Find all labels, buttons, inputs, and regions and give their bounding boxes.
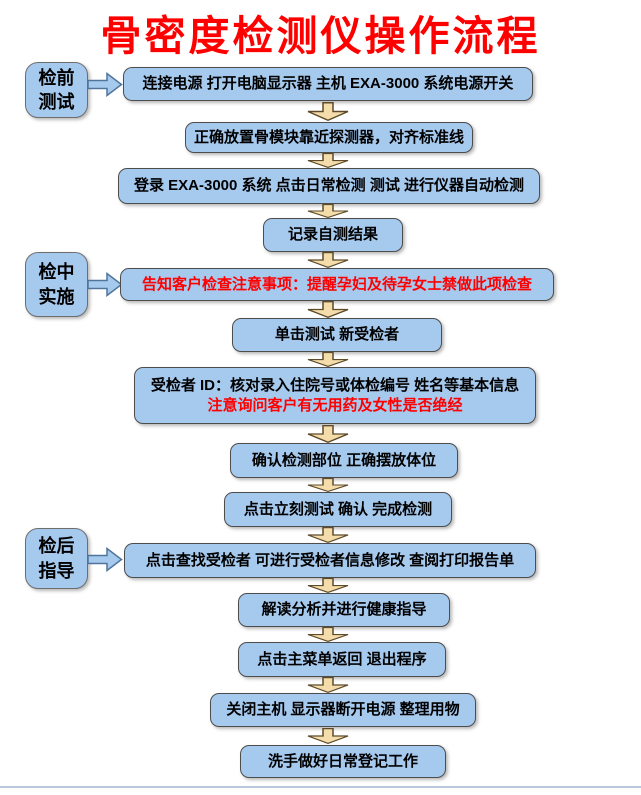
stage-label-during-test: 检中 实施 [25, 252, 88, 317]
step-box-find-examinee: 点击查找受检者 可进行受检者信息修改 查阅打印报告单 [124, 543, 536, 578]
step-box-record-selftest: 记录自测结果 [263, 218, 403, 252]
step-text: 洗手做好日常登记工作 [267, 752, 418, 770]
step-text: 点击立刻测试 确认 完成检测 [243, 500, 433, 518]
down-arrow-icon [307, 352, 349, 367]
step-text-warning: 注意询问客户有无用药及女性是否绝经 [207, 396, 463, 414]
stage-label-line: 测试 [38, 92, 75, 112]
stage-label-line: 指导 [38, 560, 75, 581]
step-box-place-phantom: 正确放置骨模块靠近探测器，对齐标准线 [185, 122, 473, 153]
down-arrow-icon [307, 527, 349, 543]
stage-label-line: 检前 [38, 67, 75, 88]
step-box-power-on: 连接电源 打开电脑显示器 主机 EXA-3000 系统电源开关 [123, 67, 533, 101]
down-arrow-icon [307, 578, 349, 593]
step-text: 连接电源 打开电脑显示器 主机 EXA-3000 系统电源开关 [142, 75, 514, 93]
down-arrow-icon [307, 677, 349, 693]
down-arrow-icon [307, 102, 349, 121]
step-text: 正确放置骨模块靠近探测器，对齐标准线 [193, 128, 464, 146]
step-text: 点击查找受检者 可进行受检者信息修改 查阅打印报告单 [145, 551, 515, 569]
step-text: 受检者 ID：核对录入住院号或体检编号 姓名等基本信息 [150, 377, 520, 394]
down-arrow-icon [307, 153, 349, 168]
down-arrow-icon [307, 425, 349, 443]
down-arrow-icon [307, 252, 349, 268]
step-box-exit-program: 点击主菜单返回 退出程序 [238, 642, 446, 677]
down-arrow-icon [307, 627, 349, 642]
stage-label-line: 检中 [38, 262, 75, 283]
step-box-login-system: 登录 EXA-3000 系统 点击日常检测 测试 进行仪器自动检测 [118, 168, 540, 204]
page-title: 骨密度检测仪操作流程 [100, 13, 541, 59]
step-text: 告知客户检查注意事项：提醒孕妇及待孕女士禁做此项检查 [141, 275, 532, 293]
step-text: 登录 EXA-3000 系统 点击日常检测 测试 进行仪器自动检测 [133, 177, 525, 195]
step-box-shutdown: 关闭主机 显示器断开电源 整理用物 [210, 693, 476, 727]
right-arrow-icon [87, 547, 123, 572]
stage-label-post-test: 检后 指导 [25, 528, 88, 589]
step-box-health-guidance: 解读分析并进行健康指导 [238, 593, 450, 627]
step-text: 单击测试 新受检者 [274, 326, 400, 344]
step-text: 确认检测部位 正确摆放体位 [251, 451, 437, 469]
right-arrow-icon [87, 272, 123, 297]
step-box-examinee-id: 受检者 ID：核对录入住院号或体检编号 姓名等基本信息 注意询问客户有无用药及女… [134, 367, 536, 424]
step-text: 解读分析并进行健康指导 [261, 601, 427, 619]
step-text: 记录自测结果 [287, 226, 378, 244]
step-box-inform-precautions: 告知客户检查注意事项：提醒孕妇及待孕女士禁做此项检查 [120, 268, 554, 301]
bottom-divider [0, 786, 641, 788]
step-box-wash-hands: 洗手做好日常登记工作 [240, 745, 446, 778]
down-arrow-icon [307, 478, 349, 492]
step-text: 点击主菜单返回 退出程序 [257, 650, 427, 668]
step-text: 关闭主机 显示器断开电源 整理用物 [226, 701, 460, 719]
down-arrow-icon [307, 301, 349, 318]
stage-label-line: 实施 [38, 286, 75, 307]
step-box-confirm-site: 确认检测部位 正确摆放体位 [230, 443, 458, 478]
step-box-start-test: 点击立刻测试 确认 完成检测 [224, 492, 452, 527]
down-arrow-icon [307, 728, 349, 744]
step-box-new-examinee: 单击测试 新受检者 [232, 318, 442, 352]
right-arrow-icon [87, 72, 123, 97]
stage-label-pre-test: 检前 测试 [25, 62, 88, 118]
down-arrow-icon [307, 204, 349, 218]
stage-label-line: 检后 [38, 536, 75, 557]
